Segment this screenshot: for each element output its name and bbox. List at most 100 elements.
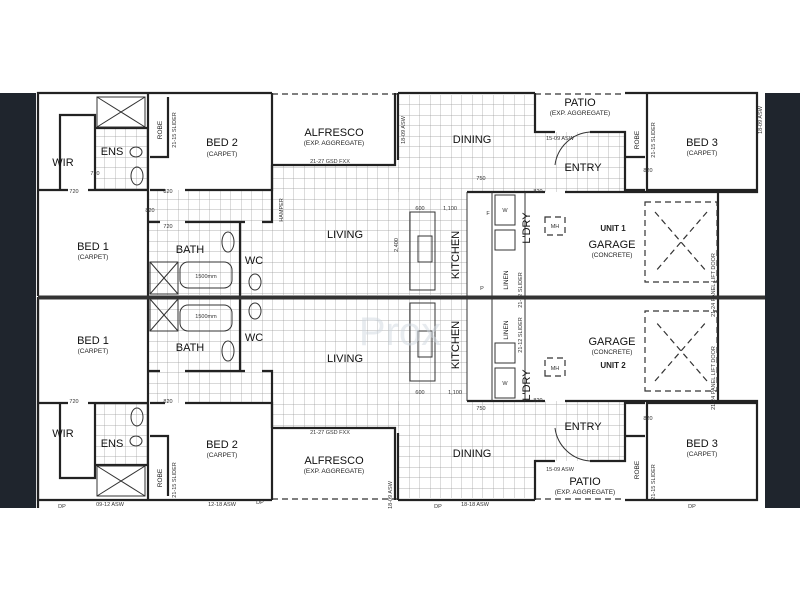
room-kitchen: KITCHEN [450, 231, 462, 279]
unit-1-labels: WIR ENS ROBE 21-15 SLIDER BED 2 (CARPET)… [52, 97, 764, 317]
dim-600: 600 [415, 390, 424, 396]
room-laundry: L'DRY [521, 369, 533, 401]
room-bed2-sub: (CARPET) [207, 452, 238, 459]
dim-slider: 21-15 SLIDER [172, 462, 178, 497]
room-alfresco-sub: (EXP. AGGREGATE) [304, 468, 364, 475]
room-robe: ROBE [157, 120, 164, 139]
room-patio: PATIO [564, 97, 596, 109]
room-robe: ROBE [157, 468, 164, 487]
right-dark-band [765, 93, 800, 508]
label-pantry: P [480, 286, 484, 292]
dim-door: 820 [533, 189, 542, 195]
room-alfresco: ALFRESCO [304, 455, 364, 467]
room-bed2: BED 2 [206, 439, 238, 451]
dim-panel-door: 21-24 PANEL LIFT DOOR [711, 346, 717, 410]
dim-asw1218: 12-18 ASW [208, 502, 237, 508]
label-downpipe: DP [256, 500, 264, 506]
room-bed1: BED 1 [77, 335, 109, 347]
room-bed2: BED 2 [206, 137, 238, 149]
dim-slider-ldry: 21-12 SLIDER [518, 317, 524, 352]
unit-1-walls [36, 91, 759, 298]
room-robe3: ROBE [634, 130, 641, 149]
label-washer: W [502, 208, 508, 214]
dim-door: 820 [163, 189, 172, 195]
dim-door: 820 [163, 399, 172, 405]
room-living: LIVING [327, 353, 363, 365]
room-bed1-sub: (CARPET) [78, 348, 109, 355]
room-alfresco-sub: (EXP. AGGREGATE) [304, 140, 364, 147]
dim-gsd: 21-27 GSD FXX [310, 159, 350, 165]
dim-asw0912: 09-12 ASW [96, 502, 125, 508]
unit-label: UNIT 1 [600, 224, 626, 233]
label-downpipe: DP [688, 504, 696, 510]
room-wc: WC [245, 255, 263, 267]
unit-label: UNIT 2 [600, 361, 626, 370]
room-bed3-sub: (CARPET) [687, 451, 718, 458]
dim-1100: 1,100 [443, 206, 457, 212]
dim-2400: 2,400 [394, 238, 400, 252]
dim-asw1509: 15-09 ASW [546, 136, 575, 142]
dim-door: 820 [643, 416, 652, 422]
dim-door: 820 [643, 168, 652, 174]
room-laundry: L'DRY [521, 212, 533, 244]
room-living: LIVING [327, 229, 363, 241]
left-dark-band [0, 93, 36, 508]
room-entry: ENTRY [564, 421, 602, 433]
dim-slider3: 21-15 SLIDER [651, 464, 657, 499]
room-garage-sub: (CONCRETE) [592, 252, 633, 259]
room-garage: GARAGE [588, 239, 635, 251]
room-dining: DINING [453, 448, 492, 460]
room-robe3: ROBE [634, 460, 641, 479]
dim-asw1509: 15-09 ASW [546, 467, 575, 473]
room-bath: BATH [176, 342, 205, 354]
dim-asw-right: 18-09 ASW [758, 105, 764, 134]
label-hamper: HAMPER [279, 198, 285, 222]
room-bed2-sub: (CARPET) [207, 151, 238, 158]
label-manhole: MH [551, 366, 560, 372]
room-garage-sub: (CONCRETE) [592, 349, 633, 356]
dim-750: 750 [476, 406, 485, 412]
dim-door: 720 [90, 171, 99, 177]
room-ens: ENS [101, 438, 124, 450]
room-kitchen: KITCHEN [450, 321, 462, 369]
dim-gsd: 21-27 GSD FXX [310, 430, 350, 436]
dim-door: 820 [533, 398, 542, 404]
room-linen: LINEN [503, 320, 510, 339]
room-dining: DINING [453, 134, 492, 146]
dim-bathtub: 1500mm [195, 274, 217, 280]
room-wir: WIR [52, 428, 73, 440]
room-ens: ENS [101, 146, 124, 158]
dim-600: 600 [415, 206, 424, 212]
room-linen: LINEN [503, 270, 510, 289]
room-bed3: BED 3 [686, 438, 718, 450]
dim-bathtub: 1500mm [195, 314, 217, 320]
room-bath: BATH [176, 244, 205, 256]
dim-slider: 21-15 SLIDER [172, 112, 178, 147]
room-bed1: BED 1 [77, 241, 109, 253]
room-wir: WIR [52, 157, 73, 169]
dim-slider3: 21-15 SLIDER [651, 122, 657, 157]
label-downpipe: DP [434, 504, 442, 510]
watermark: Prox [359, 310, 441, 354]
room-bed3-sub: (CARPET) [687, 150, 718, 157]
dim-750: 750 [476, 176, 485, 182]
room-garage: GARAGE [588, 336, 635, 348]
room-entry: ENTRY [564, 162, 602, 174]
label-fridge: F [486, 211, 490, 217]
room-bed1-sub: (CARPET) [78, 254, 109, 261]
dim-asw: 18-09 ASW [401, 115, 407, 144]
room-wc: WC [245, 332, 263, 344]
dim-door: 720 [69, 399, 78, 405]
dim-door: 820 [145, 208, 154, 214]
label-manhole: MH [551, 224, 560, 230]
label-washer: W [502, 381, 508, 387]
room-alfresco: ALFRESCO [304, 127, 364, 139]
room-bed3: BED 3 [686, 137, 718, 149]
dim-1100: 1,100 [448, 390, 462, 396]
label-downpipe: DP [58, 504, 66, 510]
dim-panel-door: 21-24 PANEL LIFT DOOR [711, 253, 717, 317]
dim-asw: 18-09 ASW [388, 480, 394, 509]
room-patio-sub: (EXP. AGGREGATE) [550, 110, 610, 117]
dim-slider-ldry: 21-12 SLIDER [518, 272, 524, 307]
room-patio-sub: (EXP. AGGREGATE) [555, 489, 615, 496]
